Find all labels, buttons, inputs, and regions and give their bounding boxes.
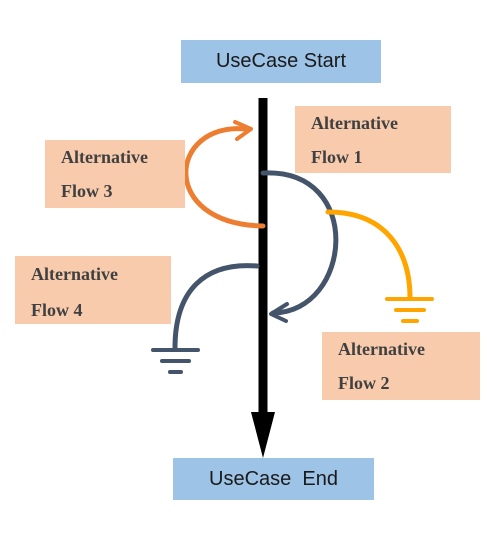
- usecase-start-box: UseCase Start: [181, 40, 381, 83]
- alt-flow-2-label-line2: Flow 2: [338, 373, 390, 393]
- usecase-end-box: UseCase End: [173, 458, 374, 500]
- alt-flow-1-box: Alternative Flow 1: [295, 106, 451, 173]
- alt-flow-1-label-line2: Flow 1: [311, 147, 363, 167]
- alt-flow-3-curve: [183, 126, 266, 229]
- alt-flow-2-label-line1: Alternative: [338, 339, 425, 359]
- alt-flow-4-ground-icon: [151, 348, 200, 374]
- alt-flow-4-curve: [172, 263, 260, 351]
- main-flow-arrowhead: [251, 412, 275, 458]
- usecase-start-label: UseCase Start: [215, 50, 347, 72]
- alt-flow-3-box: Alternative Flow 3: [45, 140, 185, 208]
- alt-flow-1-arrowhead: [269, 302, 289, 323]
- alt-flow-1-curve: [260, 170, 339, 316]
- alt-flow-4-label-line1: Alternative: [31, 264, 118, 284]
- alt-flow-2-curve: [325, 209, 413, 301]
- alt-flow-3-label-line2: Flow 3: [61, 181, 113, 201]
- alt-flow-4-box: Alternative Flow 4: [15, 256, 171, 324]
- alt-flow-1-label-line1: Alternative: [311, 113, 398, 133]
- alt-flow-3-label-line1: Alternative: [61, 147, 148, 167]
- alt-flow-2-ground-icon: [385, 297, 434, 323]
- usecase-end-label: UseCase End: [209, 467, 338, 490]
- alt-flow-3-arrowhead: [233, 120, 253, 141]
- alt-flow-4-label-line2: Flow 4: [31, 300, 83, 320]
- alt-flow-2-box: Alternative Flow 2: [322, 332, 480, 400]
